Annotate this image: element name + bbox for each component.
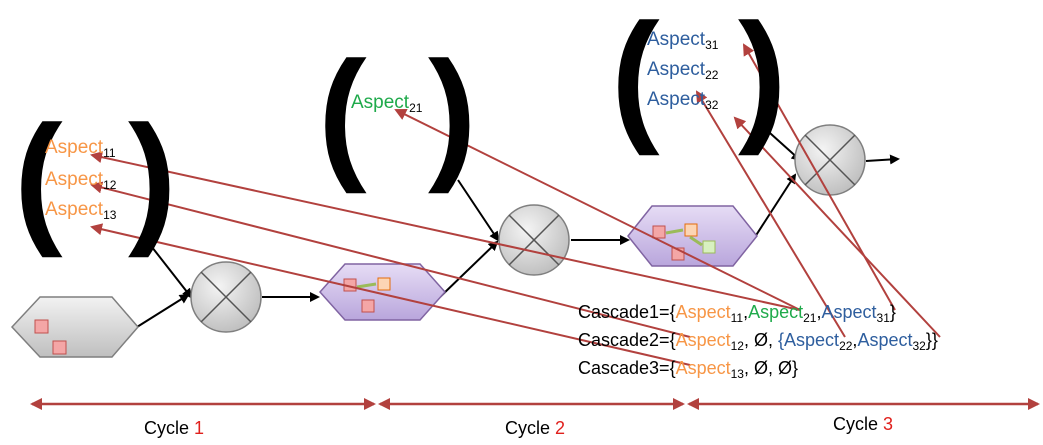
link-arrow <box>90 223 691 366</box>
aspect-31-label: Aspect31 <box>647 29 719 52</box>
flow-arrow <box>457 179 500 242</box>
cascade-3-definition: Cascade3={Aspect13, Ø, Ø} <box>578 358 799 381</box>
flow-arrow <box>865 154 900 165</box>
close-paren: ) <box>128 95 177 258</box>
cascade-2-definition: Cascade2={Aspect12, Ø, {Aspect22,Aspect3… <box>578 330 938 353</box>
close-paren: ) <box>738 0 787 156</box>
hexagon-icon <box>10 296 139 358</box>
link-arrow <box>394 109 801 311</box>
aspect-21-label: Aspect21 <box>351 92 423 115</box>
link-arrow <box>90 151 801 311</box>
link-arrow <box>90 181 691 338</box>
circle-x-icon <box>794 124 866 196</box>
flow-arrow <box>439 240 499 298</box>
square-icon <box>684 223 698 237</box>
square-icon <box>652 225 666 239</box>
close-paren: ) <box>428 31 477 194</box>
circle-x-icon <box>498 204 570 276</box>
open-paren: ( <box>318 31 367 194</box>
open-paren: ( <box>14 95 63 258</box>
square-icon <box>702 240 716 254</box>
square-icon <box>361 299 375 313</box>
aspect-13-label: Aspect13 <box>45 199 117 222</box>
cycle-2-label: Cycle 2 <box>505 418 566 438</box>
circle-x-icon <box>190 261 262 333</box>
flow-arrow <box>147 241 193 299</box>
link-arrow <box>695 90 846 338</box>
cascade-1-definition: Cascade1={Aspect11,Aspect21,Aspect31} <box>578 302 896 325</box>
cycle-1-label: Cycle 1 <box>144 418 205 438</box>
hexagon-icon <box>627 205 758 267</box>
hexagon-icon <box>318 263 447 321</box>
flow-arrow <box>760 124 802 162</box>
square-icon <box>34 319 49 334</box>
flow-arrow <box>136 293 190 328</box>
aspect-12-label: Aspect12 <box>45 169 117 192</box>
cycle-3-label: Cycle 3 <box>833 414 894 434</box>
square-icon <box>377 277 391 291</box>
aspect-32-label: Aspect32 <box>647 89 719 112</box>
aspect-22-label: Aspect22 <box>647 59 719 82</box>
flow-arrow <box>752 173 797 241</box>
link-arrow <box>733 116 941 338</box>
flow-arrows <box>136 124 900 328</box>
open-paren: ( <box>611 0 660 156</box>
cascade-links <box>90 43 941 366</box>
square-icon <box>52 340 67 355</box>
aspect-11-label: Aspect11 <box>45 137 116 160</box>
link-arrow <box>743 43 896 311</box>
